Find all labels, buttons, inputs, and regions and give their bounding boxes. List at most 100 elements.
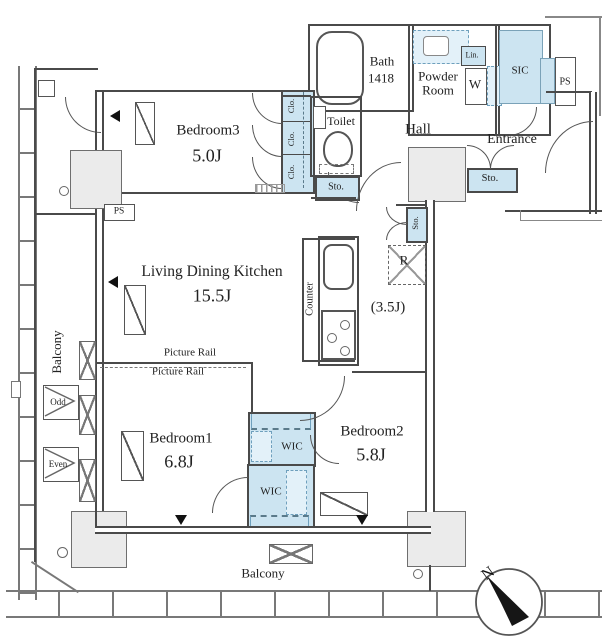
kitchen-cabinet <box>318 236 359 366</box>
burner-icon <box>340 346 350 356</box>
closet-label-2: Clo. <box>286 131 296 147</box>
bedroom2-door-arc <box>300 376 345 421</box>
window-marker-bedroom2 <box>356 515 368 525</box>
entrance-door-arc <box>545 121 593 173</box>
pipe-space-label-west: PS <box>113 206 125 217</box>
storage-door-arc-l <box>467 145 491 169</box>
refrigerator-label: R <box>399 252 409 268</box>
powder-room-label: Powder Room <box>418 68 458 98</box>
closet-label-1: Clo. <box>286 98 296 114</box>
entrance-step-line2 <box>520 220 602 221</box>
closet-column <box>281 90 315 194</box>
counter-label: Counter <box>304 282 316 316</box>
toilet-cabinet <box>313 106 326 129</box>
hook-mark <box>59 186 69 196</box>
burner-icon <box>327 333 337 343</box>
closet-divider <box>281 154 311 155</box>
storage-door-arc-r <box>490 145 514 169</box>
toilet-bowl-icon <box>323 131 353 167</box>
storage-entrance-label: Sto. <box>481 172 499 184</box>
column-northwest <box>70 150 122 209</box>
picture-rail-label-top: Picture Rail <box>163 346 217 359</box>
storage-kitchen <box>406 207 428 243</box>
compass-needle-icon <box>487 576 529 626</box>
bedroom3-label: Bedroom3 <box>176 122 240 139</box>
storage-entrance <box>467 168 518 193</box>
washer-label: W <box>468 76 482 92</box>
hall-label: Hall <box>405 121 431 138</box>
pipe-space-label-top: PS <box>559 76 571 88</box>
railing-post <box>38 80 55 97</box>
wic-upper-label: WIC <box>281 440 303 453</box>
burner-icon <box>340 320 350 330</box>
wic-upper-shelf <box>251 414 311 430</box>
corridor-top-wall <box>34 68 98 70</box>
storage-toilet <box>315 176 360 201</box>
closet-divider <box>281 121 311 122</box>
ac-unit-left-2 <box>79 395 96 435</box>
bedroom1-size-label: 6.8J <box>164 451 194 472</box>
compass: N <box>475 563 543 636</box>
column-center-east <box>408 147 466 202</box>
entrance-step-line <box>505 210 602 212</box>
east-wall <box>425 200 435 512</box>
window-marker-ldk <box>108 276 118 288</box>
ac-space-even <box>43 447 79 482</box>
east-wall-lower <box>429 565 431 591</box>
entrance-step-line3 <box>520 210 521 220</box>
ldk-size-label: 15.5J <box>192 285 232 306</box>
linen-label: Lin. <box>465 50 479 60</box>
wic-upper-cell <box>251 431 272 462</box>
railing-notch <box>11 381 21 398</box>
bathtub-icon <box>316 31 364 105</box>
balcony-left-label: Balcony <box>49 330 64 374</box>
entrance-top-wall <box>546 91 592 93</box>
refrigerator-space <box>388 245 426 285</box>
corridor-wall <box>281 95 311 97</box>
bath-label: Bath <box>369 53 395 69</box>
balcony-partition-wall <box>35 213 97 215</box>
counter-bottom-edge <box>302 360 355 362</box>
bath-size-label: 1418 <box>368 70 394 86</box>
balcony-railing-left <box>18 66 37 600</box>
storage-toilet-label: Sto. <box>328 181 344 193</box>
hook-mark <box>57 547 68 558</box>
window-marker-bedroom1 <box>175 515 187 525</box>
sic-shelf <box>540 58 555 104</box>
ac-unit-left-3 <box>79 459 96 502</box>
sink-icon <box>323 244 354 290</box>
wic-lower-cell <box>286 470 307 515</box>
closet-rod <box>303 92 304 188</box>
ac-space-odd <box>43 385 79 420</box>
wic-lower-shelf <box>250 515 309 528</box>
ac-even-label: Even <box>48 458 68 469</box>
ldk-label: Living Dining Kitchen <box>141 263 283 281</box>
pipe-space-box-west <box>104 204 135 221</box>
ldk-furniture <box>124 285 146 335</box>
pipe-space-box-top <box>555 57 576 106</box>
threshold-hatch <box>255 184 285 193</box>
bedroom2-size-label: 5.8J <box>356 444 386 465</box>
bedroom2-furniture <box>320 492 368 516</box>
entrance-label: Entrance <box>487 131 537 147</box>
balcony-bottom-label: Balcony <box>241 565 285 581</box>
sic-label: SIC <box>511 64 529 77</box>
column-southwest <box>71 511 127 568</box>
hall-wall <box>311 197 356 199</box>
column-southeast <box>407 511 466 567</box>
ac-unit-left-1 <box>79 341 96 380</box>
storage-kitchen-label: Sto. <box>410 216 420 230</box>
washer-icon <box>465 68 487 105</box>
stove-icon <box>321 310 356 360</box>
vanity-sink-icon <box>423 36 449 56</box>
window-marker-bedroom3 <box>110 110 120 122</box>
wic-lower-label: WIC <box>260 485 282 498</box>
balcony-outer-wall <box>34 68 36 562</box>
linen-closet <box>461 46 486 66</box>
hall-ldk-door-arc <box>356 162 401 211</box>
picture-rail-line <box>100 367 246 368</box>
ldk-wall <box>396 204 426 206</box>
hook-mark <box>413 569 423 579</box>
sic-fill <box>499 30 543 104</box>
